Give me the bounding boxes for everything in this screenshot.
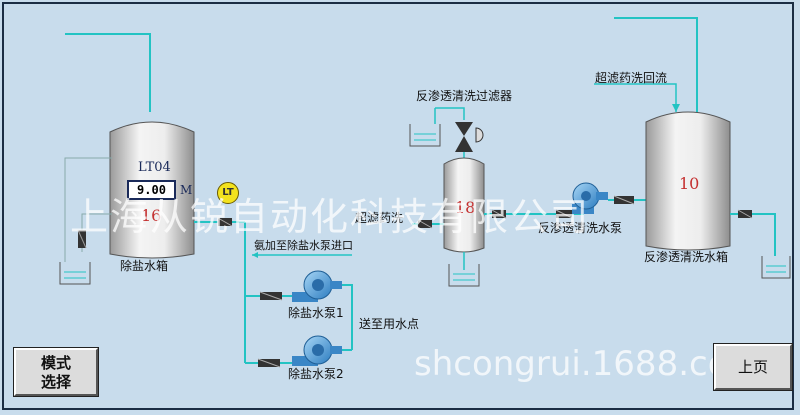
level-unit: M bbox=[180, 183, 193, 197]
level-transmitter-icon[interactable]: LT bbox=[217, 182, 239, 204]
pump1-label: 除盐水泵1 bbox=[288, 306, 344, 320]
filter-outlet-valve[interactable] bbox=[491, 209, 507, 219]
drain-valve-left[interactable] bbox=[77, 229, 87, 249]
desalted-tank-number: 16 bbox=[141, 206, 162, 225]
prev-page-button[interactable]: 上页 bbox=[714, 344, 792, 390]
dosing-label: 超滤药洗 bbox=[355, 211, 404, 225]
ro-cleaning-filter[interactable] bbox=[443, 157, 485, 253]
ro-tank-drain-basin bbox=[761, 256, 791, 279]
ro-tank-label: 反渗透清洗水箱 bbox=[644, 250, 729, 264]
inlet-pipe-ro-tank bbox=[614, 17, 698, 112]
filter-vent-valve[interactable] bbox=[455, 122, 484, 152]
level-readout: 9.00 bbox=[127, 180, 176, 200]
filter-drain-basin bbox=[448, 264, 480, 287]
ro-pump-label: 反渗透清洗水泵 bbox=[538, 221, 623, 235]
ro-tank-outlet-valve[interactable] bbox=[613, 195, 635, 205]
ro-tank-drain-pipe bbox=[730, 213, 776, 256]
ro-filter-vent-basin bbox=[409, 108, 441, 147]
ro-filter-label: 反渗透清洗过滤器 bbox=[416, 89, 513, 103]
pump2-suction-valve[interactable] bbox=[257, 358, 281, 368]
uf-return-label: 超滤药洗回流 bbox=[595, 71, 668, 85]
to-user-label: 送至用水点 bbox=[359, 317, 420, 331]
drain-basin-left bbox=[59, 262, 91, 285]
desalted-outlet-valve[interactable] bbox=[217, 217, 233, 227]
mode-select-line1: 模式 bbox=[40, 354, 71, 372]
uf-dosing-valve[interactable] bbox=[417, 219, 433, 229]
desalted-pump-1[interactable] bbox=[292, 270, 342, 302]
pump1-suction-valve[interactable] bbox=[259, 291, 283, 301]
ro-tank-number: 10 bbox=[679, 174, 700, 193]
filter-vent-pipe bbox=[435, 107, 465, 120]
drain-pipe-left bbox=[81, 213, 112, 252]
ammonia-note: 氨加至除盐水泵进口 bbox=[254, 239, 353, 252]
inlet-pipe-desalted bbox=[65, 33, 151, 112]
desalted-tank-label: 除盐水箱 bbox=[120, 259, 169, 273]
level-tag: LT04 bbox=[138, 160, 171, 175]
filter-number: 18 bbox=[455, 198, 476, 217]
pump1-discharge-pipe bbox=[342, 284, 353, 350]
mode-select-button[interactable]: 模式 选择 bbox=[14, 348, 98, 396]
ro-tank-drain-valve[interactable] bbox=[737, 209, 753, 219]
overflow-pipe bbox=[64, 157, 112, 262]
pump2-label: 除盐水泵2 bbox=[288, 367, 344, 381]
pump-inlet-valve[interactable] bbox=[555, 209, 573, 219]
ro-cleaning-tank[interactable] bbox=[645, 111, 731, 251]
desalted-pump-2[interactable] bbox=[292, 335, 342, 366]
mode-select-line2: 选择 bbox=[40, 373, 71, 391]
ro-cleaning-pump[interactable] bbox=[572, 182, 608, 214]
uf-return-pipe bbox=[594, 83, 677, 112]
